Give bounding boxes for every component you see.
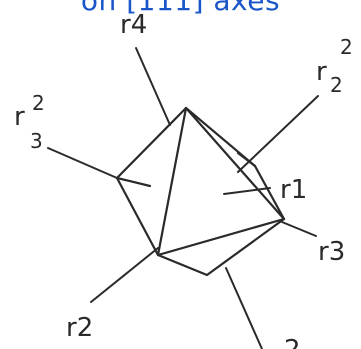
label-r2-squared: r 2 2 — [316, 35, 353, 97]
label-r2-squared-sub: 2 — [330, 73, 343, 97]
label-bottom-right: 2 — [284, 335, 301, 349]
octahedron-edge-apex-bottom — [158, 108, 186, 255]
axis-r4 — [136, 48, 170, 125]
label-r2-squared-base: r — [316, 57, 327, 87]
label-r2: r2 — [66, 313, 93, 343]
label-r2-squared-sup: 2 — [340, 35, 353, 59]
label-r3-squared-sub: 3 — [30, 129, 43, 153]
label-r1: r1 — [280, 175, 307, 205]
axis-r3-squared — [48, 148, 117, 178]
label-r3-squared: r 2 3 — [14, 91, 45, 153]
octahedron-edge-apex-right — [186, 108, 284, 219]
label-r3-squared-base: r — [14, 102, 25, 132]
axis-r2 — [91, 248, 158, 302]
axis-r3 — [282, 222, 316, 236]
label-r4: r4 — [120, 10, 147, 40]
axis-r1 — [224, 188, 270, 194]
octahedron-edge-bottom-right — [158, 219, 284, 255]
octahedron-edge-inner — [117, 178, 150, 186]
label-r3: r3 — [318, 237, 345, 267]
label-r3-squared-sup: 2 — [32, 91, 45, 115]
axis-bottom-right — [226, 268, 262, 349]
